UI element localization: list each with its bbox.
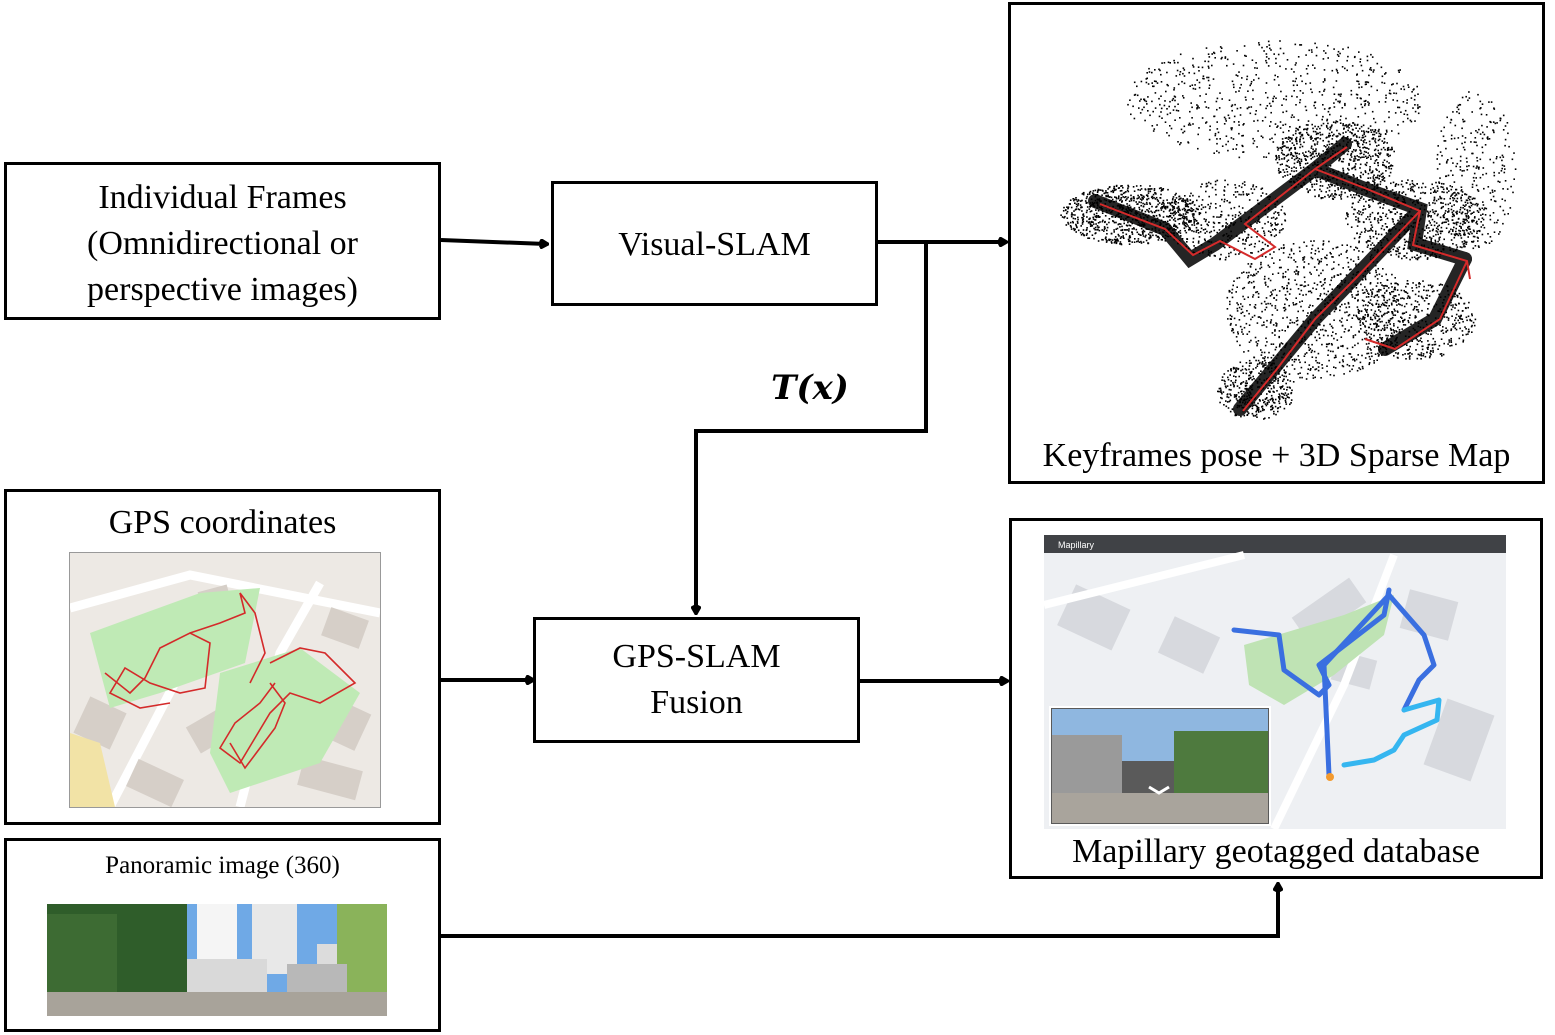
individual-frames-node: Individual Frames (Omnidirectional or pe… xyxy=(4,162,441,320)
gps-slam-fusion-label: GPS-SLAM Fusion xyxy=(612,638,781,721)
transform-label: T(x) xyxy=(771,368,849,408)
sparse-map-caption: Keyframes pose + 3D Sparse Map xyxy=(1042,437,1511,474)
mapillary-database-panel: Mapillary Mapillary geotagged database xyxy=(1009,518,1543,879)
sparse-map-panel: Keyframes pose + 3D Sparse Map xyxy=(1008,2,1545,484)
gps-coordinates-title: GPS coordinates xyxy=(108,504,337,541)
edge-vslam-to-fusion xyxy=(696,242,928,612)
gps-coordinates-node: GPS coordinates xyxy=(4,489,441,825)
individual-frames-label: Individual Frames (Omnidirectional or pe… xyxy=(87,179,358,308)
panoramic-photo xyxy=(47,904,387,1016)
panoramic-image-node: Panoramic image (360) xyxy=(4,838,441,1032)
edge-frames-to-vslam xyxy=(440,238,546,244)
gps-trajectory-map xyxy=(69,552,381,808)
mapillary-screenshot: Mapillary xyxy=(1044,535,1506,829)
gps-slam-fusion-node: GPS-SLAM Fusion xyxy=(533,617,860,743)
edge-panoramic-to-mapillary xyxy=(441,885,1278,938)
sparse-point-cloud-image xyxy=(1060,40,1517,420)
mapillary-caption: Mapillary geotagged database xyxy=(1072,833,1480,870)
mapillary-app-name: Mapillary xyxy=(1058,540,1095,550)
visual-slam-label: Visual-SLAM xyxy=(618,226,811,263)
visual-slam-node: Visual-SLAM xyxy=(551,181,878,306)
panoramic-image-title: Panoramic image (360) xyxy=(105,852,340,879)
